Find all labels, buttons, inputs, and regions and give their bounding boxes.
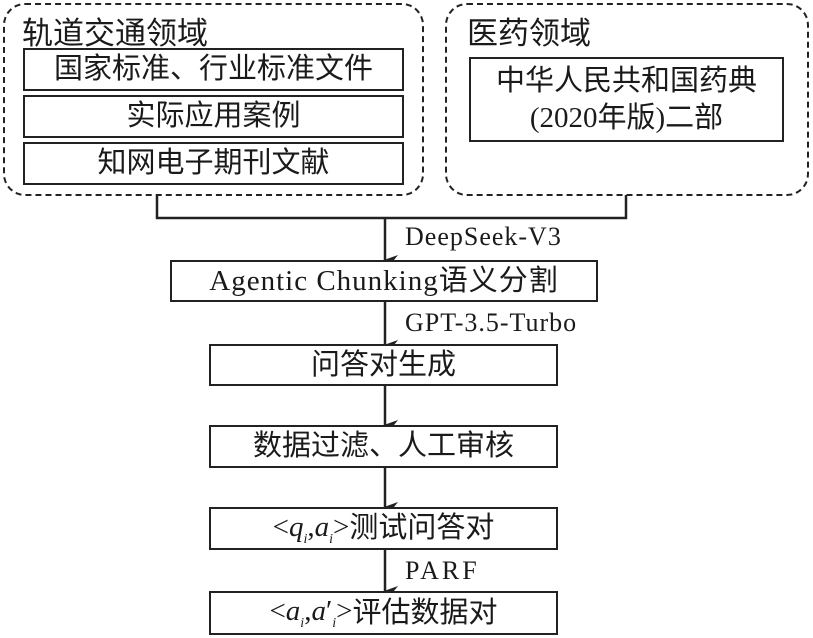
- eval-pair-math: <ai,a′i>: [269, 595, 353, 632]
- edge-label-parf: PARF: [405, 556, 480, 585]
- eval-pair-label: 评估数据对: [352, 596, 498, 629]
- test-pair-math: <qi,ai>: [272, 510, 350, 547]
- rail-source-journals: 知网电子期刊文献: [23, 142, 404, 185]
- rail-domain-title: 轨道交通领域: [22, 16, 208, 51]
- rail-source-cases: 实际应用案例: [23, 95, 404, 138]
- medical-source-pharmacopoeia: 中华人民共和国药典 (2020年版)二部: [469, 57, 784, 142]
- medical-domain-group: [445, 3, 809, 196]
- edge-label-gpt: GPT-3.5-Turbo: [405, 308, 578, 337]
- step-eval-data-pairs: <ai,a′i>评估数据对: [209, 591, 558, 635]
- step-agentic-chunking: Agentic Chunking语义分割: [170, 260, 598, 302]
- step-data-filter: 数据过滤、人工审核: [209, 425, 558, 468]
- pharmacopoeia-line-1: 中华人民共和国药典: [495, 65, 757, 98]
- test-pair-label: 测试问答对: [349, 512, 495, 545]
- medical-domain-title: 医药领域: [467, 16, 591, 51]
- rail-domain-group: [3, 3, 424, 196]
- edge-label-deepseek: DeepSeek-V3: [405, 222, 562, 251]
- step-test-qa-pairs: <qi,ai>测试问答对: [209, 507, 558, 550]
- merge-connector: [155, 195, 628, 220]
- step-qa-generation: 问答对生成: [209, 344, 558, 386]
- rail-source-standards: 国家标准、行业标准文件: [23, 48, 404, 91]
- pharmacopoeia-line-2: (2020年版)二部: [529, 101, 724, 134]
